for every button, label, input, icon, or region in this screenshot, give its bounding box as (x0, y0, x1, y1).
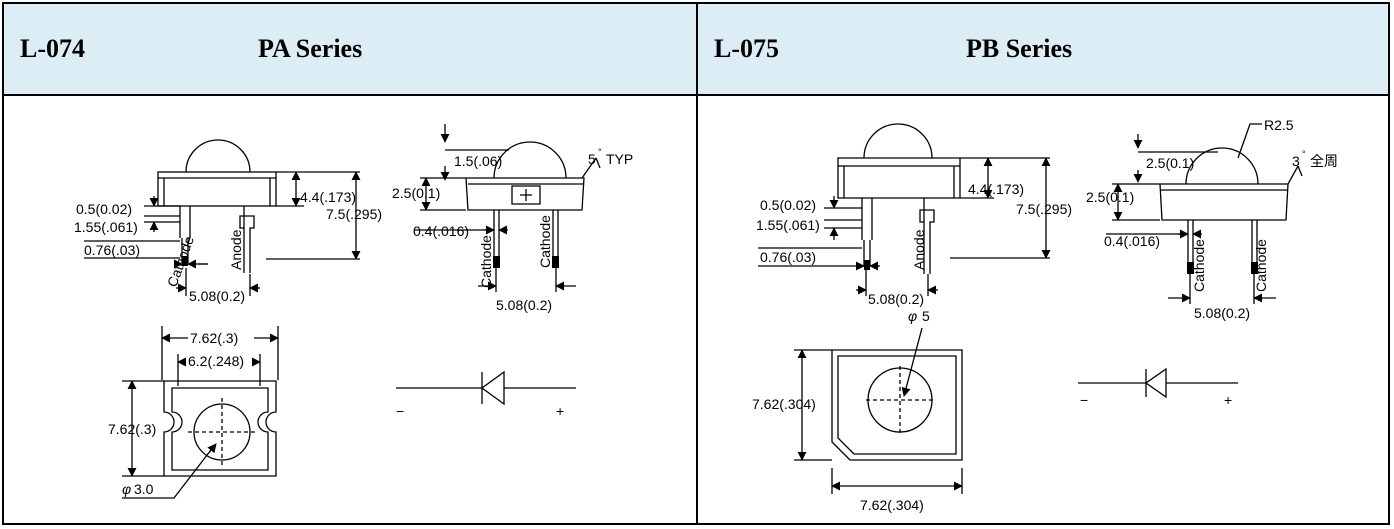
dim-lead-offset: 0.4(.016) (1104, 233, 1160, 249)
dim-radius: R2.5 (1264, 117, 1294, 133)
dim-taper-suffix: TYP (606, 151, 633, 167)
pa-side-view: 1.5(.06) 2.5(0.1) 0.4(.016) 5.08(0.2) 5 … (392, 124, 633, 313)
dim-pitch-side: 5.08(0.2) (1194, 305, 1250, 321)
dim-taper: 3 (1292, 153, 1300, 169)
dim-pitch-side: 5.08(0.2) (496, 297, 552, 313)
dim-lead-thickness: 0.5(0.02) (76, 201, 132, 217)
pa-drawing: 0.5(0.02) 1.55(.061) 0.76(.03) 4.4(.173)… (74, 124, 633, 499)
dim-flange-height: 2.5(0.1) (1086, 189, 1134, 205)
dim-lens-dia: 5 (922, 308, 930, 324)
dim-base-height: 7.62(.3) (108, 421, 156, 437)
pa-diode-symbol: − + (396, 370, 576, 419)
dim-lens-dia: 3.0 (134, 481, 154, 497)
dim-dome-height: 1.5(.06) (454, 153, 502, 169)
pb-front-view: 0.5(0.02) 1.55(.061) 0.76(.03) 4.4(.173)… (756, 123, 1072, 307)
dim-body-height: 4.4(.173) (300, 189, 356, 205)
symbol-minus: − (1080, 392, 1088, 408)
symbol-minus: − (396, 403, 404, 419)
label-anode: Anode (911, 229, 927, 270)
degree-mark: ° (1302, 149, 1306, 159)
column-divider (696, 4, 698, 523)
label-cathode: Cathode (1253, 239, 1269, 292)
phi-symbol: φ (122, 481, 131, 497)
dim-base-inner: 6.2(.248) (188, 353, 244, 369)
pb-side-view: R2.5 2.5(0.1) 2.5(0.1) 0.4(.016) 5.08(0.… (1086, 117, 1338, 321)
pa-front-view: 0.5(0.02) 1.55(.061) 0.76(.03) 4.4(.173)… (74, 139, 382, 304)
dim-base-width: 7.62(.304) (860, 497, 924, 513)
dim-taper-suffix: 全周 (1310, 153, 1338, 169)
degree-mark: ° (598, 147, 602, 157)
label-cathode: Cathode (1191, 239, 1207, 292)
dim-lead-step: 1.55(.061) (756, 217, 820, 233)
dim-base-outer: 7.62(.3) (190, 330, 238, 346)
dim-body-height: 4.4(.173) (968, 181, 1024, 197)
dim-base-height: 7.62(.304) (752, 396, 816, 412)
pa-bottom-view: 7.62(.3) 6.2(.248) 7.62(.3) φ 3.0 (108, 326, 279, 499)
part-code: L-074 (20, 34, 85, 63)
pb-bottom-view: φ 5 7.62(.304) 7.62(.304) (752, 308, 963, 513)
dim-total-height: 7.5(.295) (1016, 201, 1072, 217)
dim-lead-thickness: 0.5(0.02) (760, 197, 816, 213)
dim-lead-offset: 0.4(.016) (413, 223, 469, 239)
dim-pitch-front: 5.08(0.2) (189, 288, 245, 304)
dim-pitch-front: 5.08(0.2) (868, 291, 924, 307)
pb-diode-symbol: − + (1078, 367, 1238, 408)
symbol-plus: + (556, 403, 564, 419)
dim-lead-step: 1.55(.061) (74, 219, 138, 235)
series-title: PA Series (258, 34, 363, 63)
dim-dome-height: 2.5(0.1) (1146, 155, 1194, 171)
dim-taper: 5 (588, 151, 596, 167)
part-code: L-075 (714, 34, 779, 63)
header-l075: L-075 PB Series (698, 4, 1388, 96)
label-anode: Anode (228, 229, 244, 270)
pb-drawing: 0.5(0.02) 1.55(.061) 0.76(.03) 4.4(.173)… (752, 117, 1338, 513)
label-cathode: Cathode (164, 234, 197, 289)
phi-symbol: φ (908, 308, 917, 324)
series-title: PB Series (966, 34, 1073, 63)
dim-total-height: 7.5(.295) (326, 206, 382, 222)
label-cathode: Cathode (478, 235, 494, 288)
dim-flange-height: 2.5(0.1) (392, 185, 440, 201)
label-cathode: Cathode (537, 215, 553, 268)
dim-lead-width: 0.76(.03) (760, 249, 816, 265)
dim-lead-width: 0.76(.03) (84, 242, 140, 258)
symbol-plus: + (1224, 392, 1232, 408)
header-l074: L-074 PA Series (4, 4, 696, 96)
